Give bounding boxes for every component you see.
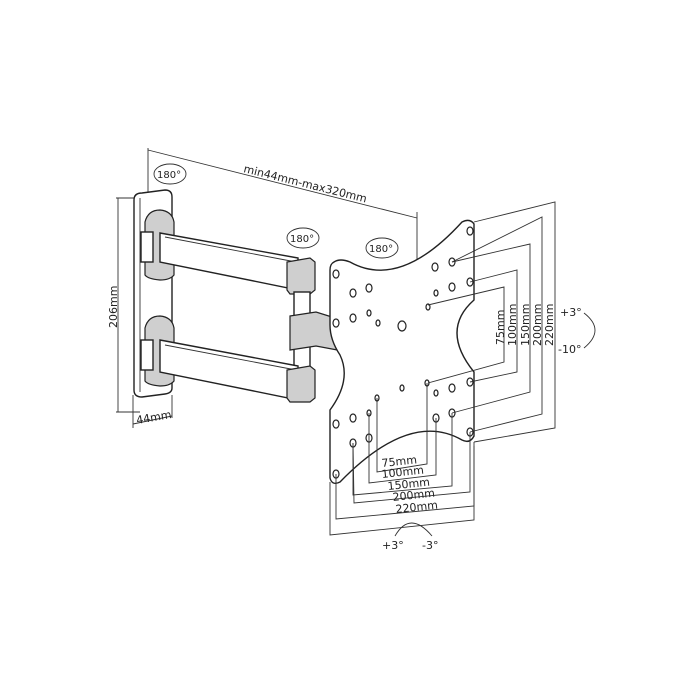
rotation-indicator: +3° -3° (382, 522, 438, 552)
tilt-down-label: -10° (558, 343, 581, 356)
vesa-vertical-100: 100mm (506, 304, 519, 346)
vesa-vertical-75: 75mm (494, 310, 507, 345)
swivel-label-elbow: 180° (290, 234, 314, 245)
swivel-marker-elbow: 180° (286, 227, 320, 249)
vesa-vertical-150: 150mm (519, 304, 532, 346)
upper-arm (159, 232, 316, 295)
tilt-indicator: +3° -10° (558, 306, 596, 356)
rotation-left-label: +3° (382, 539, 404, 552)
vesa-horizontal-100: 100mm (381, 464, 425, 481)
swivel-label-head: 180° (369, 244, 393, 255)
vesa-horizontal-220: 220mm (395, 499, 439, 516)
wall-plate-depth-dimension: 44mm (132, 395, 173, 428)
tilt-up-label: +3° (560, 306, 582, 319)
swivel-marker-head: 180° (365, 237, 399, 259)
rotation-right-label: -3° (422, 539, 438, 552)
wall-plate-height-dimension: 206mm (107, 197, 140, 413)
vesa-horizontal-150: 150mm (387, 476, 431, 493)
arm-extension-label: min44mm-max320mm (242, 162, 368, 205)
wall-plate-depth-label: 44mm (135, 408, 172, 427)
swivel-label-wall: 180° (157, 170, 181, 181)
vesa-vertical-200: 200mm (531, 304, 544, 346)
swivel-marker-wall: 180° (153, 163, 187, 185)
lower-arm (159, 339, 316, 403)
vesa-vertical-dimensions: 75mm 100mm 150mm 200mm 220mm (427, 201, 556, 443)
wall-plate-height-label: 206mm (107, 286, 120, 328)
vesa-vertical-220: 220mm (543, 304, 556, 346)
vesa-horizontal-200: 200mm (392, 487, 436, 504)
vesa-horizontal-75: 75mm (381, 453, 418, 470)
vesa-horizontal-dimensions: 75mm 100mm 150mm 200mm 220mm (329, 383, 475, 536)
